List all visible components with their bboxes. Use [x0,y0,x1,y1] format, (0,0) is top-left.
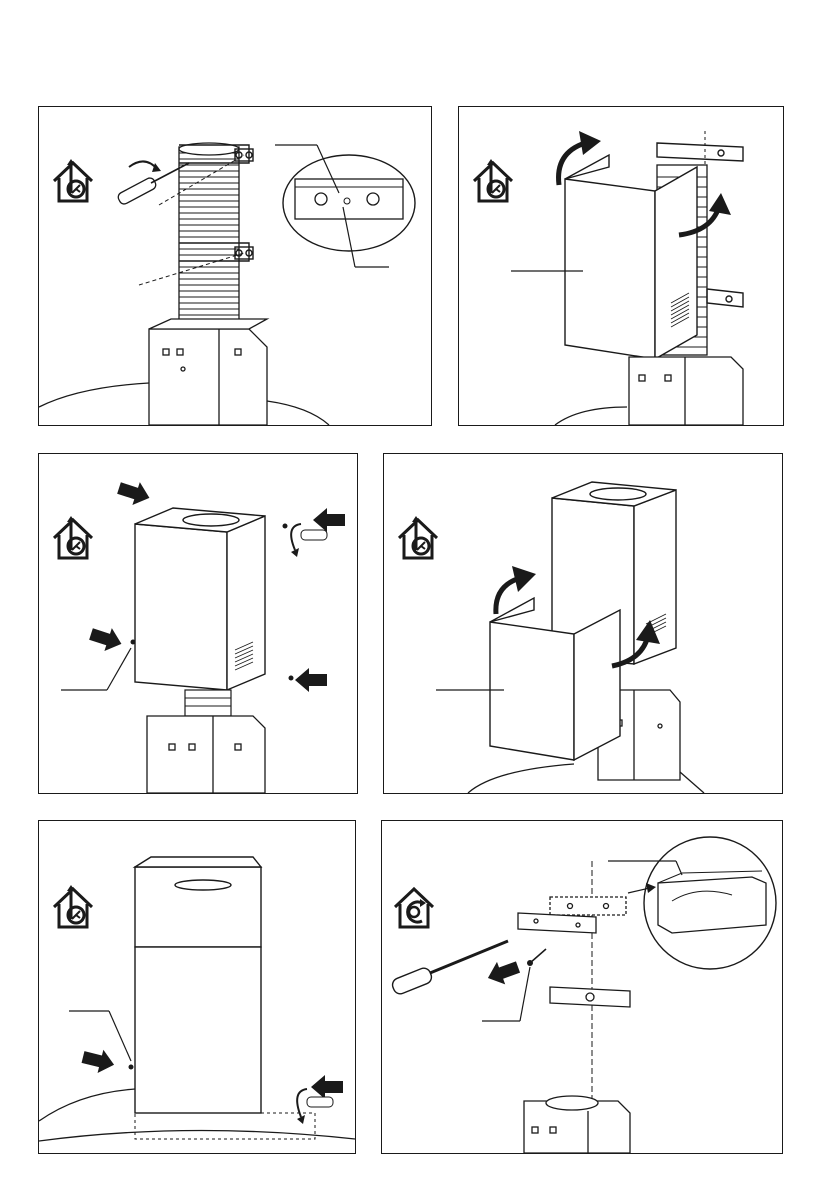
ducted-extraction-icon [474,159,512,201]
ducted-extraction-icon [54,516,92,558]
top-bracket [657,143,743,161]
panel-3 [38,453,358,794]
upper-chimney [135,508,265,690]
hood-body [629,357,743,425]
glass-edge [39,383,149,407]
ducted-extraction-icon [399,516,437,558]
panel-1 [38,106,432,426]
push-arrow-right-bottom [295,668,327,692]
ducted-extraction-icon [54,885,92,927]
push-arrow-top [115,477,153,510]
hood-body [149,319,267,425]
panel-6 [381,820,783,1154]
assembled-chimney [135,857,261,1113]
duct-section [185,690,231,716]
panel-4 [383,453,783,794]
pull-arrow [484,956,522,989]
detail-magnifier [608,837,776,969]
hood-outline [135,1113,315,1139]
screwdriver-rotate-icon [291,524,327,557]
side-bracket [707,289,743,307]
push-arrow-left [87,623,125,656]
screwdriver [390,941,508,996]
panel-5 [38,820,356,1154]
screwdriver-rotate-icon [297,1089,333,1124]
upper-bracket [518,913,596,933]
flexible-duct [179,143,239,327]
chimney-panel [565,155,697,359]
detail-magnifier [275,145,415,267]
lower-bracket [550,987,630,1007]
recirculation-icon [395,889,433,927]
screw [527,949,546,966]
push-arrow-right-top [313,508,345,532]
push-arrow-left [80,1045,117,1076]
push-arrow-right [311,1075,343,1099]
hood-body [524,1096,630,1153]
screw [129,1065,134,1070]
deflector-bracket [550,897,626,915]
ducted-extraction-icon [54,159,92,201]
rotate-arrow-left [559,131,601,185]
screwdriver [117,161,189,205]
hood-body [147,716,265,793]
panel-2 [458,106,784,426]
